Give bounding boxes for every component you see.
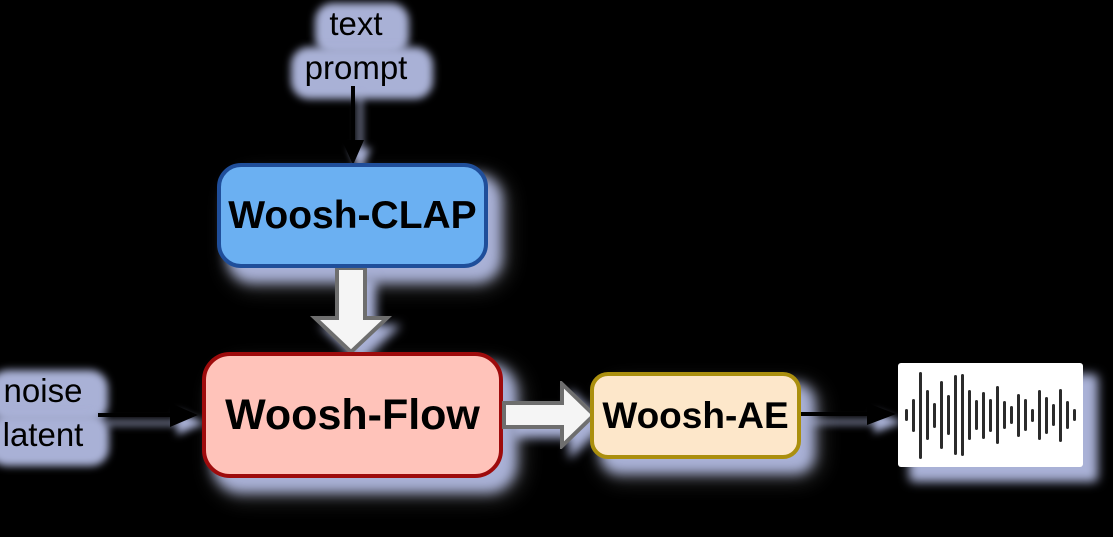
waveform-bar [926, 390, 929, 440]
node-woosh-ae-label: Woosh-AE [602, 394, 789, 436]
waveform-bar [975, 400, 978, 430]
waveform-bar [947, 395, 950, 435]
waveform-bars [905, 371, 1076, 459]
node-woosh-clap-label: Woosh-CLAP [228, 193, 477, 237]
noise-latent-line-1: noise [0, 369, 109, 422]
block-arrow-clap-to-flow-icon [309, 268, 393, 355]
arrow-noise-latent-to-flow-icon [98, 403, 198, 427]
waveform-bar [1038, 390, 1041, 440]
label-shadow-blob [0, 414, 110, 466]
label-shadow-blob [0, 370, 109, 422]
waveform-bar [1017, 393, 1020, 437]
text-prompt-text-1: text [329, 5, 383, 42]
arrow-text-prompt-to-clap-icon [342, 86, 364, 165]
waveform-bar [1073, 409, 1076, 421]
label-shadow-blob [315, 3, 409, 55]
node-woosh-ae: Woosh-AE [590, 372, 801, 459]
waveform-bar [968, 390, 971, 440]
noise-latent-line-2: latent [0, 413, 110, 466]
noise-latent-label: noise latent [0, 369, 110, 466]
label-shadow-blob [290, 47, 434, 99]
block-arrow-flow-to-ae-icon [502, 381, 596, 449]
text-prompt-line-1: text [315, 2, 409, 55]
waveform-bar [1010, 406, 1013, 424]
node-woosh-flow-label: Woosh-Flow [225, 390, 480, 439]
waveform-bar [1052, 404, 1055, 426]
text-prompt-line-2: prompt [290, 46, 434, 99]
text-prompt-label: text prompt [283, 2, 434, 99]
noise-latent-text-1: noise [3, 372, 83, 409]
waveform-bar [1045, 396, 1048, 434]
text-prompt-text-2: prompt [304, 49, 408, 86]
node-woosh-clap: Woosh-CLAP [217, 163, 488, 268]
waveform-bar [905, 409, 908, 421]
audio-waveform-icon [898, 363, 1083, 467]
waveform-bar [961, 374, 964, 456]
noise-latent-text-2: latent [2, 416, 84, 453]
waveform-bar [1066, 401, 1069, 429]
waveform-bar [996, 386, 999, 444]
waveform-bar [1003, 401, 1006, 429]
node-woosh-flow: Woosh-Flow [202, 352, 503, 478]
waveform-bar [912, 398, 915, 432]
waveform-bar [989, 398, 992, 432]
waveform-bar [954, 375, 957, 455]
waveform-bar [1059, 388, 1062, 442]
waveform-bar [940, 381, 943, 449]
waveform-bar [933, 402, 936, 428]
waveform-bar [919, 371, 922, 459]
waveform-bar [1024, 399, 1027, 431]
waveform-bar [1031, 408, 1034, 422]
waveform-bar [982, 391, 985, 439]
arrow-ae-to-waveform-icon [801, 403, 896, 425]
